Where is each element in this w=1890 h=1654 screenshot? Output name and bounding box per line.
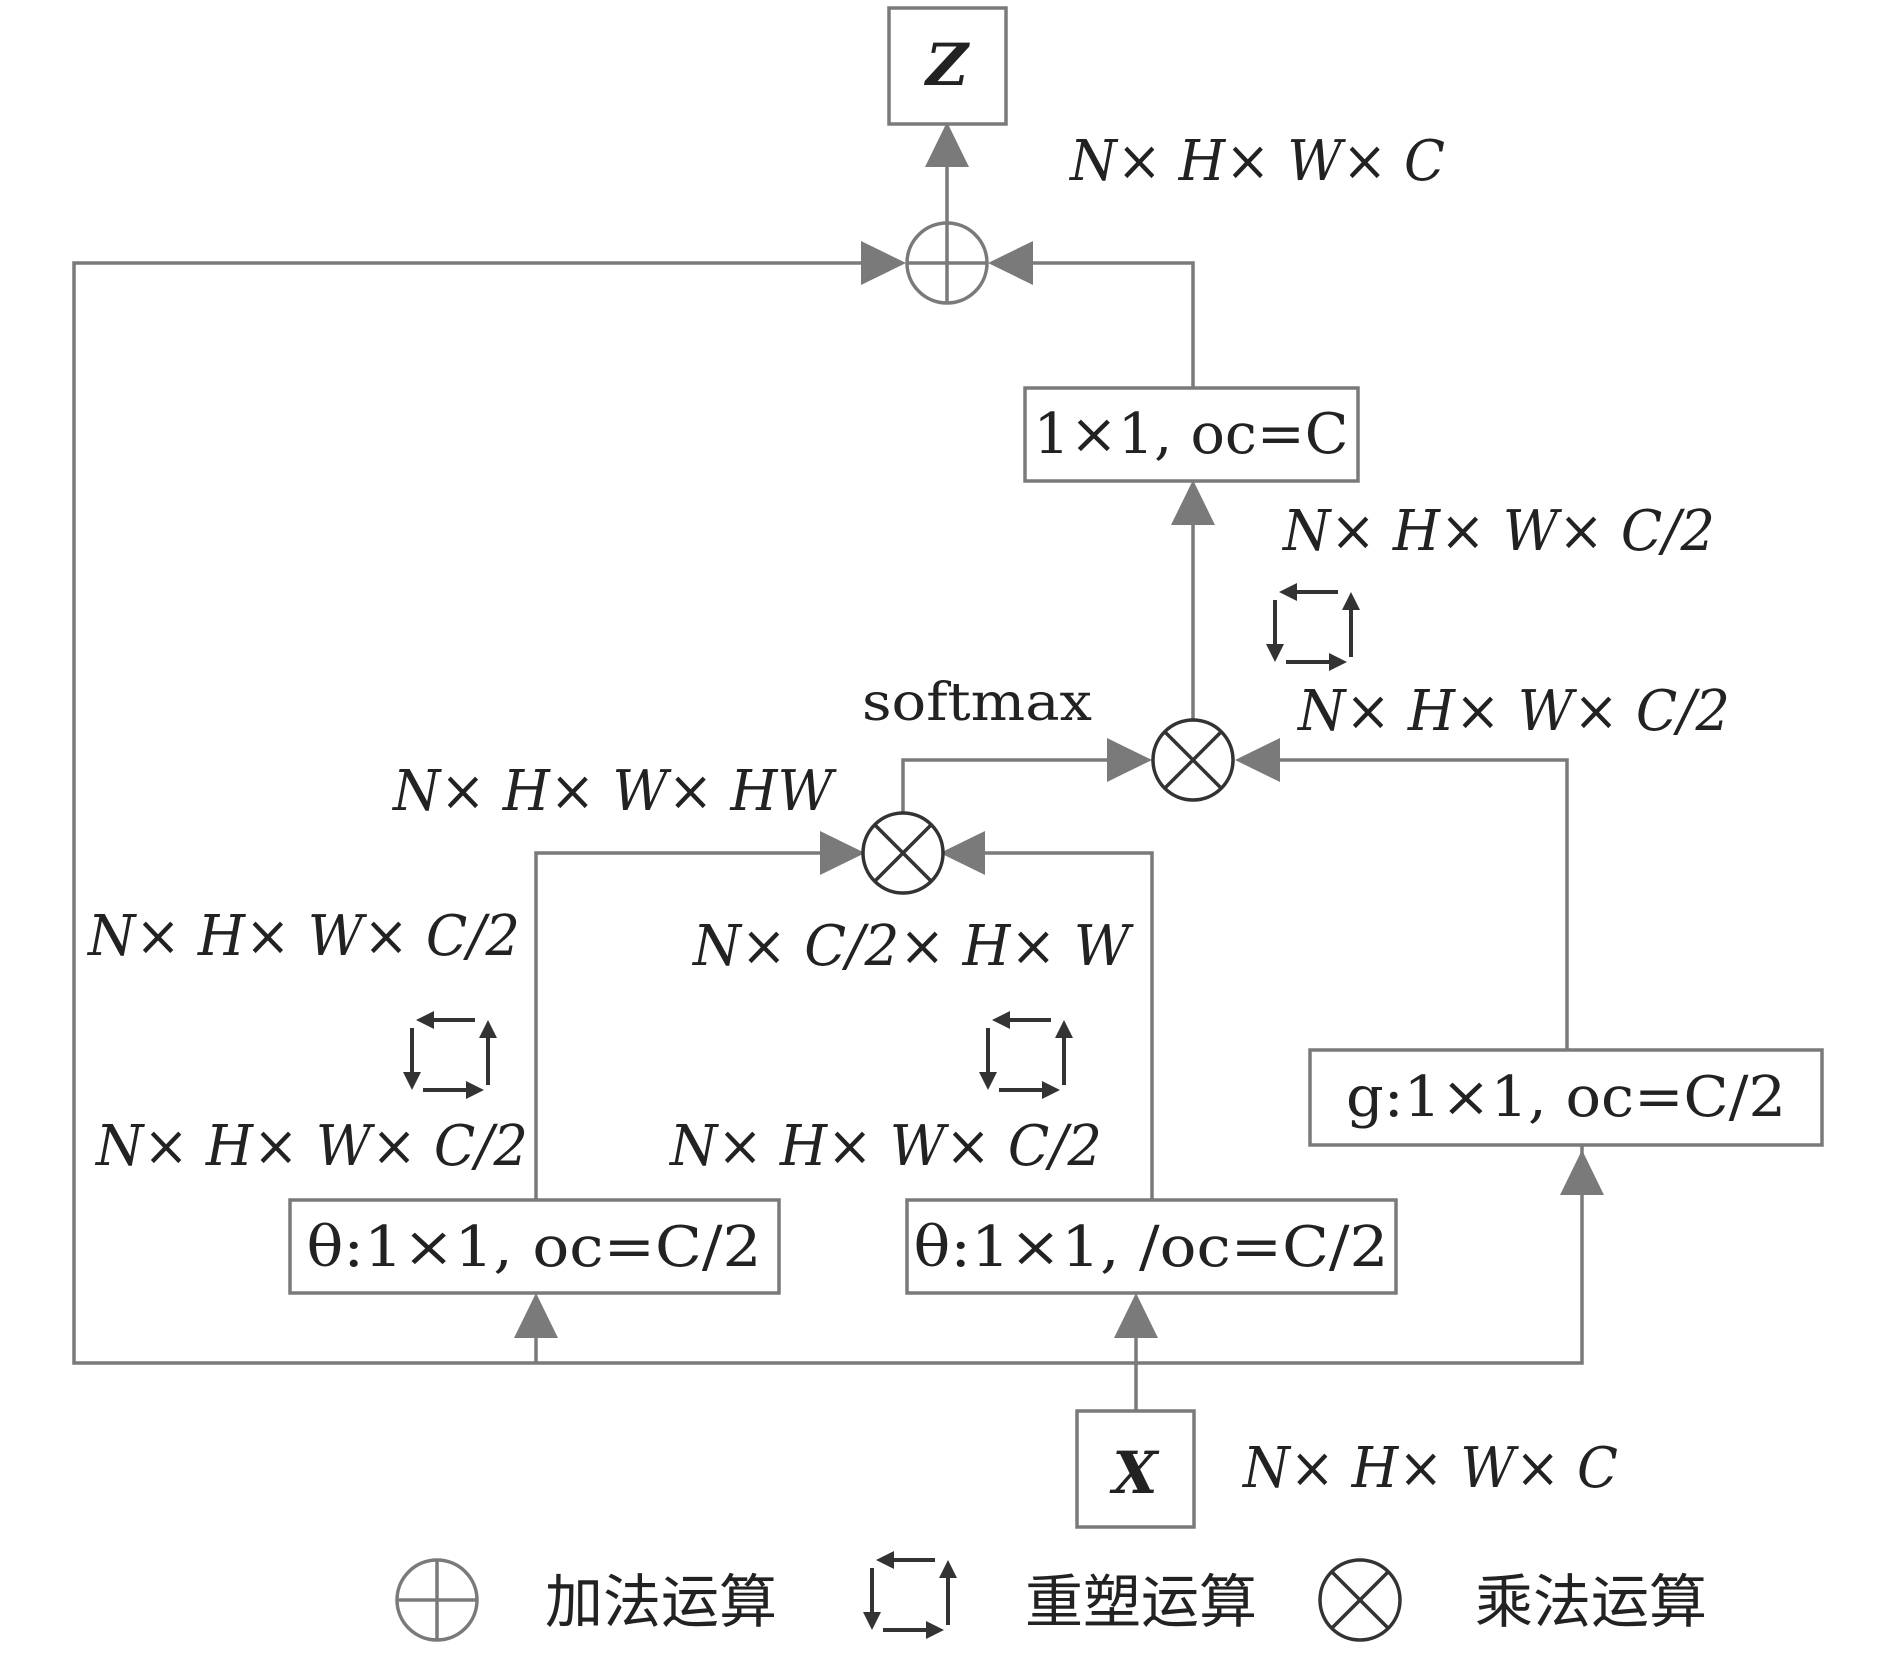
- reshape-legend-icon: [861, 1549, 959, 1641]
- arrow-into-outconv: [1171, 480, 1215, 525]
- out-conv-box: 1×1, oc=C: [1023, 386, 1360, 483]
- arrow-right-into-add: [988, 241, 1033, 285]
- output-box: Z: [887, 6, 1008, 126]
- add-legend-icon: [395, 1558, 479, 1642]
- arrow-into-theta: [514, 1293, 558, 1338]
- arrow-left-into-add: [861, 241, 906, 285]
- softmax-label: softmax: [862, 673, 1092, 733]
- arrow-left-into-mult2: [1107, 738, 1152, 782]
- theta-conv-label: θ:1×1, oc=C/2: [307, 1215, 762, 1280]
- value-multiply-node: [1151, 718, 1235, 802]
- residual-connection: [72, 261, 1584, 1365]
- legend-reshape-label: 重塑运算: [1025, 1568, 1257, 1636]
- phi-conv-label: θ:1×1, /oc=C/2: [914, 1215, 1389, 1280]
- legend: 加法运算 重塑运算 乘法运算: [395, 1549, 1707, 1642]
- input-shape-label: N× H× W× C: [1241, 1436, 1618, 1501]
- arrow-into-phi: [1114, 1293, 1158, 1338]
- arrow-left-into-mult1: [820, 831, 865, 875]
- output-label: Z: [924, 31, 971, 99]
- theta-reshaped-shape-label: N× H× W× C/2: [86, 904, 520, 969]
- phi-conv-box: θ:1×1, /oc=C/2: [905, 1198, 1398, 1295]
- phi-to-mult1-line: [978, 851, 1154, 1200]
- affinity-multiply-node: [861, 811, 945, 895]
- add-node: [905, 221, 989, 305]
- mult-output-shape-label: N× H× W× C/2: [1281, 499, 1715, 564]
- reshape-icon-phi: [977, 1009, 1075, 1101]
- theta-to-mult1-line: [534, 851, 825, 1200]
- g-to-mult2-line: [1277, 758, 1569, 1050]
- reshape-icon-theta: [401, 1009, 499, 1101]
- arrow-right-into-mult2: [1235, 738, 1280, 782]
- legend-add-label: 加法运算: [545, 1568, 777, 1636]
- theta-conv-box: θ:1×1, oc=C/2: [288, 1198, 781, 1295]
- arrow-into-output: [925, 122, 969, 167]
- arrow-into-g: [1560, 1150, 1604, 1195]
- arrow-right-into-mult1: [940, 831, 985, 875]
- affinity-shape-label: N× H× W× HW: [391, 759, 837, 824]
- output-shape-label: N× H× W× C: [1068, 129, 1445, 194]
- theta-output-shape-label: N× H× W× C/2: [94, 1114, 528, 1179]
- pre-reshape-shape-label: N× H× W× C/2: [1296, 679, 1730, 744]
- phi-output-shape-label: N× H× W× C/2: [668, 1114, 1102, 1179]
- multiply-legend-icon: [1318, 1558, 1402, 1642]
- out-conv-label: 1×1, oc=C: [1034, 402, 1349, 467]
- phi-reshaped-shape-label: N× C/2× H× W: [691, 914, 1134, 979]
- reshape-icon-output: [1264, 581, 1362, 673]
- input-box: X: [1075, 1409, 1196, 1529]
- g-conv-box: g:1×1, oc=C/2: [1308, 1048, 1824, 1147]
- softmax-to-mult2-line: [901, 758, 1115, 812]
- legend-multiply-label: 乘法运算: [1475, 1568, 1707, 1636]
- g-conv-label: g:1×1, oc=C/2: [1346, 1065, 1786, 1130]
- outconv-to-add-line: [1031, 261, 1195, 387]
- input-label: X: [1108, 1439, 1159, 1507]
